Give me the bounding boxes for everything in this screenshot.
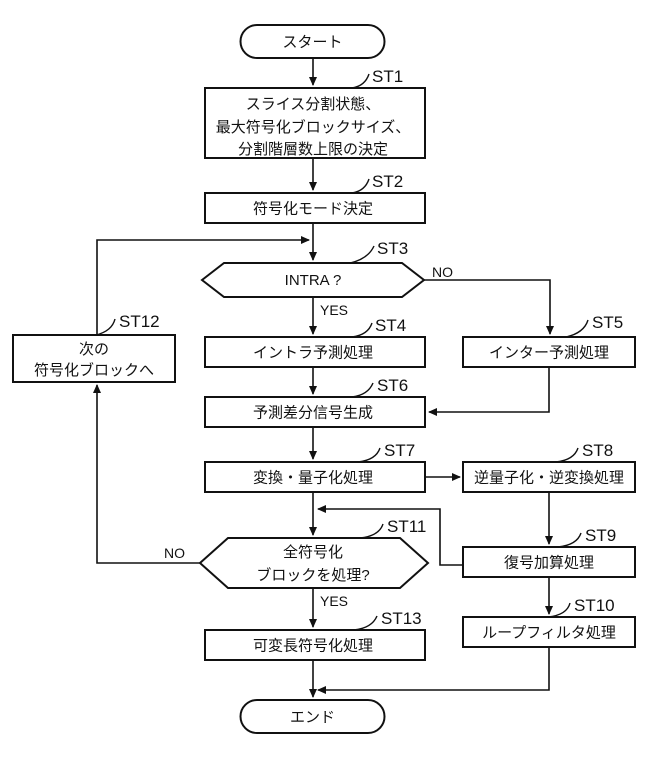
st4-leader-line (351, 322, 373, 338)
st2-ref-label: ST2 (372, 172, 403, 191)
process-st5: インター予測処理 (462, 336, 636, 368)
st3-leader-line (349, 245, 375, 264)
st13-text: 可変長符号化処理 (253, 638, 373, 655)
st7-box (204, 461, 426, 493)
st3-no-label: NO (432, 264, 453, 280)
st12-box (12, 334, 176, 383)
st11-text-line-2: ブロックを処理? (256, 566, 369, 584)
st11-yes-label: YES (320, 593, 348, 609)
st3-text: INTRA ? (285, 272, 342, 289)
end-terminator-text: エンド (290, 709, 335, 726)
st3-yes-label: YES (320, 302, 348, 318)
process-st8: 逆量子化・逆変換処理 (462, 461, 636, 493)
st3-ref-label: ST3 (377, 239, 408, 258)
end-terminator-shape (239, 699, 386, 734)
st8-leader-line (555, 447, 579, 463)
st1-text-line-2: 最大符号化ブロックサイズ、 (216, 118, 411, 136)
st10-box (462, 616, 636, 648)
edge-st10-merge-end (317, 647, 550, 694)
st2-leader-line (351, 178, 370, 194)
st10-text: ループフィルタ処理 (482, 625, 616, 642)
st5-text: インター予測処理 (489, 345, 609, 362)
st1-text-line-3: 分割階層数上限の決定 (238, 141, 388, 158)
process-st2: 符号化モード決定 (204, 192, 426, 224)
st7-ref-label: ST7 (384, 441, 415, 460)
edge-st5-st6 (428, 367, 550, 416)
st9-leader-line (557, 532, 582, 548)
st8-box (462, 461, 636, 493)
st9-ref-label: ST9 (585, 526, 616, 545)
process-st12: 次の 符号化ブロックへ (12, 334, 176, 383)
st12-text-line-1: 次の (79, 341, 109, 358)
st4-box (204, 336, 426, 368)
st6-ref-label: ST6 (377, 376, 408, 395)
process-st13: 可変長符号化処理 (204, 629, 426, 661)
st7-leader-line (357, 447, 381, 463)
st1-box (204, 87, 426, 159)
st5-ref-label: ST5 (592, 313, 623, 332)
edge-labels: NO YES NO YES (164, 264, 453, 609)
nodes: スタート スライス分割状態、 最大符号化ブロックサイズ、 分割階層数上限の決定 … (12, 24, 636, 734)
decision-st11: 全符号化 ブロックを処理? (198, 537, 430, 589)
st13-leader-line (353, 615, 378, 631)
st8-text: 逆量子化・逆変換処理 (474, 470, 624, 487)
step-reference-labels: ST1 ST2 ST3 ST4 ST5 ST6 ST7 ST8 ST9 ST10… (95, 67, 623, 631)
st3-hexagon (200, 262, 426, 298)
edges (93, 58, 554, 698)
st8-ref-label: ST8 (582, 441, 613, 460)
st1-leader-line (351, 73, 370, 89)
start-terminator-shape (239, 24, 386, 59)
st2-text: 符号化モード決定 (253, 201, 373, 218)
st1-ref-label: ST1 (372, 67, 403, 86)
edge-st12-loop-to-st3 (96, 236, 310, 335)
process-st6: 予測差分信号生成 (204, 396, 426, 428)
st4-ref-label: ST4 (375, 316, 406, 335)
st4-text: イントラ予測処理 (253, 345, 373, 362)
start-terminator: スタート (239, 24, 386, 59)
st10-ref-label: ST10 (574, 596, 615, 615)
st13-box (204, 629, 426, 661)
edge-st9-loop-to-st11 (317, 505, 463, 566)
st9-text: 復号加算処理 (504, 554, 594, 572)
st6-leader-line (351, 382, 374, 398)
start-terminator-text: スタート (282, 34, 342, 51)
process-st9: 復号加算処理 (462, 546, 636, 578)
edge-st11-no-st12 (93, 384, 200, 564)
st9-box (462, 546, 636, 578)
decision-st3: INTRA ? (200, 262, 426, 298)
st7-text: 変換・量子化処理 (253, 470, 373, 487)
end-terminator: エンド (239, 699, 386, 734)
st11-no-label: NO (164, 545, 185, 561)
st5-box (462, 336, 636, 368)
st11-text-line-1: 全符号化 (283, 543, 343, 561)
process-st7: 変換・量子化処理 (204, 461, 426, 493)
st12-leader-line (95, 318, 116, 336)
st12-text-line-2: 符号化ブロックへ (34, 361, 154, 379)
process-st10: ループフィルタ処理 (462, 616, 636, 648)
process-st4: イントラ予測処理 (204, 336, 426, 368)
st11-ref-label: ST11 (387, 517, 426, 536)
st6-text: 予測差分信号生成 (253, 405, 373, 422)
st1-text-line-1: スライス分割状態、 (246, 96, 381, 113)
st11-hexagon (198, 537, 430, 589)
edge-st3-no-st5 (424, 279, 554, 335)
st2-box (204, 192, 426, 224)
st6-box (204, 396, 426, 428)
st10-leader-line (547, 602, 571, 618)
st5-leader-line (565, 319, 589, 338)
st13-ref-label: ST13 (381, 609, 422, 628)
process-st1: スライス分割状態、 最大符号化ブロックサイズ、 分割階層数上限の決定 (204, 87, 426, 159)
st12-ref-label: ST12 (119, 312, 160, 331)
st11-leader-line (359, 523, 384, 539)
